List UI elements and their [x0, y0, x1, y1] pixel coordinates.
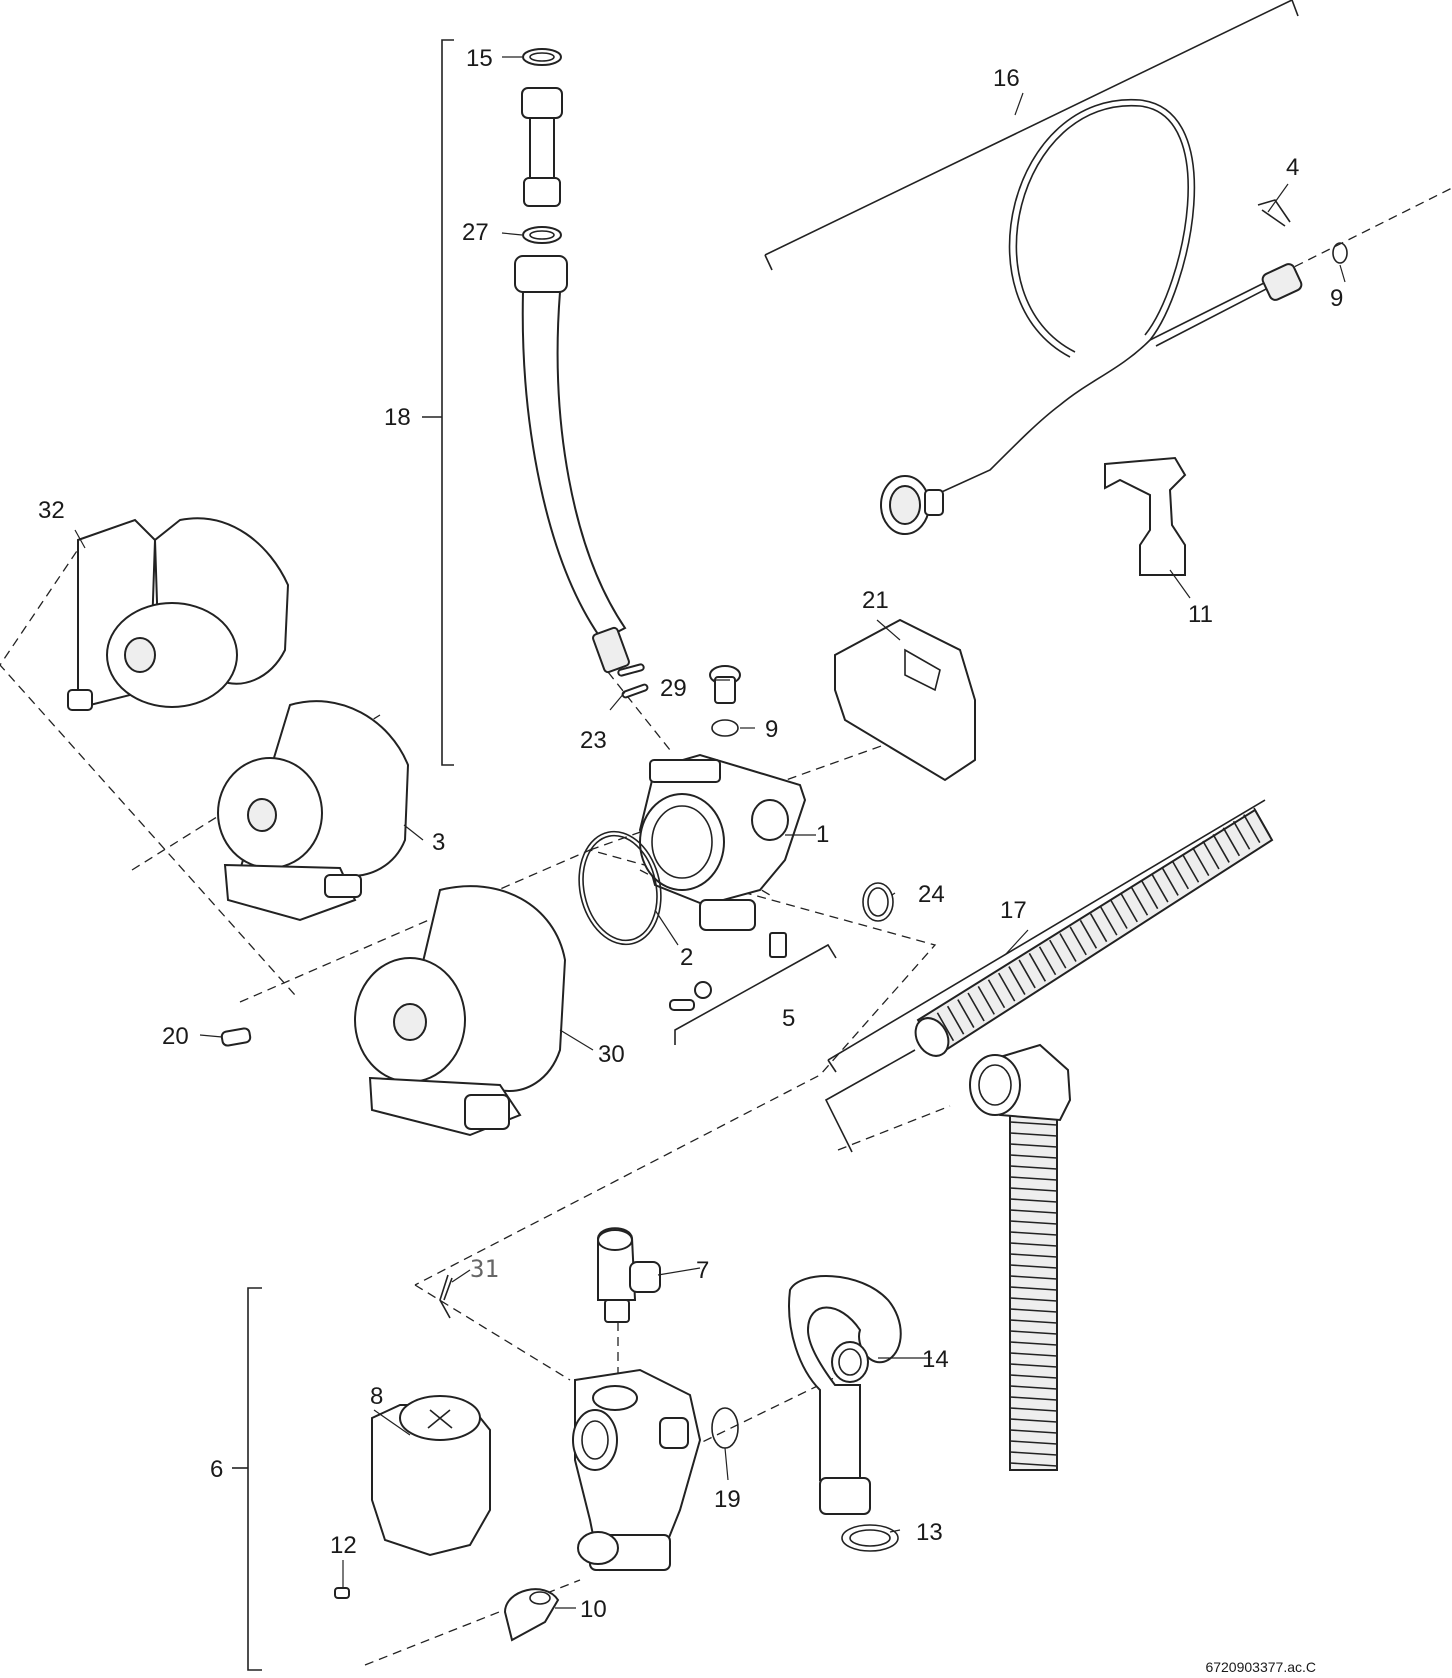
callout-29: 29 — [660, 675, 687, 702]
callout-5: 5 — [782, 1005, 795, 1032]
plug-29 — [709, 665, 741, 704]
callout-7: 7 — [696, 1257, 709, 1284]
callout-24: 24 — [918, 881, 945, 908]
callout-32: 32 — [38, 497, 65, 524]
diverter-valve-body — [572, 1368, 702, 1572]
callout-11: 11 — [1188, 601, 1213, 628]
actuator-8 — [371, 1395, 491, 1557]
callout-31: 31 — [470, 1255, 499, 1283]
clip-31 — [439, 1274, 453, 1319]
callout-labels: 15 27 18 16 4 9 11 21 29 9 23 1 24 17 32… — [38, 45, 1343, 1675]
callout-17: 17 — [1000, 897, 1027, 924]
drawing-code: 6720903377.ac.C — [1205, 1659, 1316, 1675]
brackets — [232, 0, 1299, 1671]
seal-13 — [841, 1524, 899, 1552]
callout-1: 1 — [816, 821, 829, 848]
callout-16: 16 — [993, 65, 1020, 92]
siphon-14 — [788, 1275, 902, 1515]
callout-9-top: 9 — [1330, 285, 1343, 312]
callout-30: 30 — [598, 1041, 625, 1068]
callout-20: 20 — [162, 1023, 189, 1050]
o-ring-24 — [862, 882, 894, 922]
callout-2: 2 — [680, 944, 693, 971]
callout-4: 4 — [1286, 154, 1299, 181]
flexible-hose-assembly — [514, 48, 645, 677]
callout-12: 12 — [330, 1532, 357, 1559]
callout-10: 10 — [580, 1596, 607, 1623]
callout-15: 15 — [466, 45, 493, 72]
pump-head-3 — [217, 700, 410, 922]
callout-14: 14 — [922, 1346, 949, 1373]
pump-head-32 — [67, 517, 290, 711]
air-vent-7 — [597, 1227, 661, 1323]
screw-12 — [334, 1587, 350, 1599]
hydraulic-block-1 — [638, 753, 807, 931]
clip-set-5 — [669, 932, 787, 1011]
o-ring-9b — [711, 719, 739, 737]
pump-head-30 — [354, 885, 567, 1137]
callout-3: 3 — [432, 829, 445, 856]
callout-23: 23 — [580, 727, 607, 754]
callout-13: 13 — [916, 1519, 943, 1546]
callout-9-mid: 9 — [765, 716, 778, 743]
sensor-cable-assembly — [880, 99, 1348, 576]
callout-6: 6 — [210, 1456, 223, 1483]
callout-19: 19 — [714, 1486, 741, 1513]
leader-lines — [74, 56, 1346, 1609]
clip-23 — [621, 683, 649, 699]
screw-20 — [220, 1027, 252, 1047]
corrugated-hose-17 — [914, 807, 1274, 1471]
bracket-21 — [834, 618, 976, 782]
callout-21: 21 — [862, 587, 889, 614]
callout-18: 18 — [384, 404, 411, 431]
o-ring-2 — [578, 830, 662, 946]
filter-10 — [503, 1588, 560, 1642]
callout-27: 27 — [462, 219, 489, 246]
callout-8: 8 — [370, 1383, 383, 1410]
o-ring-19 — [711, 1407, 739, 1449]
